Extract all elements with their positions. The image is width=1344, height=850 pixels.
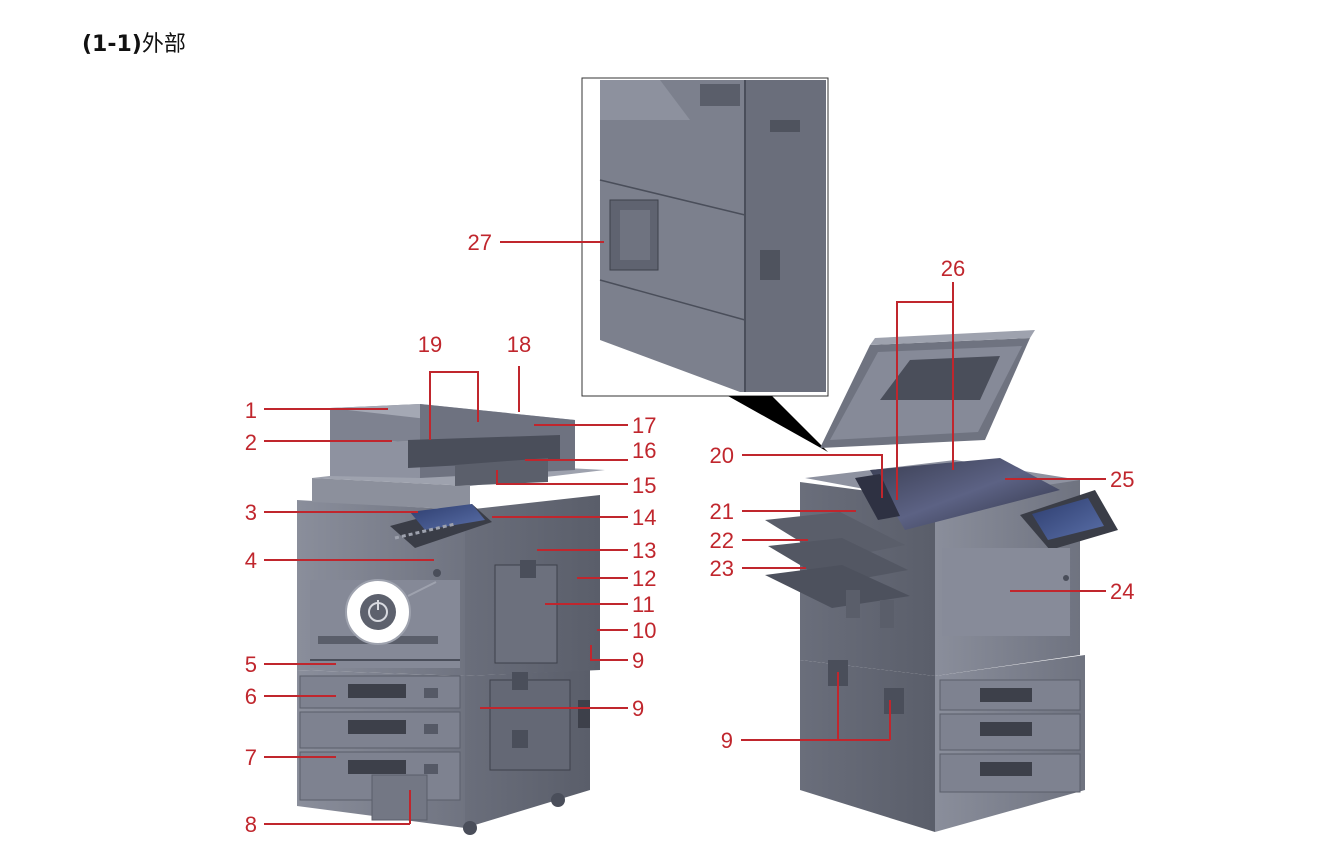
- callout-4: 4: [245, 548, 257, 573]
- callout-9-lower: 9: [632, 696, 644, 721]
- callout-21: 21: [710, 499, 734, 524]
- callout-16: 16: [632, 438, 656, 463]
- rear-view-inset: [581, 77, 829, 397]
- callout-3: 3: [245, 500, 257, 525]
- callout-6: 6: [245, 684, 257, 709]
- callout-17: 17: [632, 413, 656, 438]
- callout-15: 15: [632, 473, 656, 498]
- leader-lines: [264, 241, 1106, 825]
- section-title: 外部: [141, 32, 186, 57]
- callout-20: 20: [710, 443, 734, 468]
- callout-22: 22: [710, 528, 734, 553]
- callout-18: 18: [507, 332, 531, 357]
- section-number: (1-1): [82, 32, 142, 57]
- section-heading: (1-1)外部: [82, 26, 186, 58]
- callout-25: 25: [1110, 467, 1134, 492]
- callout-1: 1: [245, 398, 257, 423]
- callout-8: 8: [245, 812, 257, 837]
- inset-pointer: [728, 396, 828, 452]
- callout-10: 10: [632, 618, 656, 643]
- callout-27: 27: [468, 230, 492, 255]
- machine-open-view: [765, 330, 1118, 832]
- callout-12: 12: [632, 566, 656, 591]
- callout-23: 23: [710, 556, 734, 581]
- callout-19: 19: [418, 332, 442, 357]
- callout-26: 26: [941, 256, 965, 281]
- callout-13: 13: [632, 538, 656, 563]
- callout-7: 7: [245, 745, 257, 770]
- callout-2: 2: [245, 430, 257, 455]
- callout-5: 5: [245, 652, 257, 677]
- callout-14: 14: [632, 505, 656, 530]
- callout-11: 11: [632, 592, 655, 617]
- callout-9-right: 9: [721, 728, 733, 753]
- callout-9-upper: 9: [632, 648, 644, 673]
- callout-24: 24: [1110, 579, 1134, 604]
- machine-front-view: [297, 404, 605, 835]
- callout-numbers: 1 2 3 4 5 6 7 8 19 18 17 16 15 14 13 12 …: [245, 230, 1135, 837]
